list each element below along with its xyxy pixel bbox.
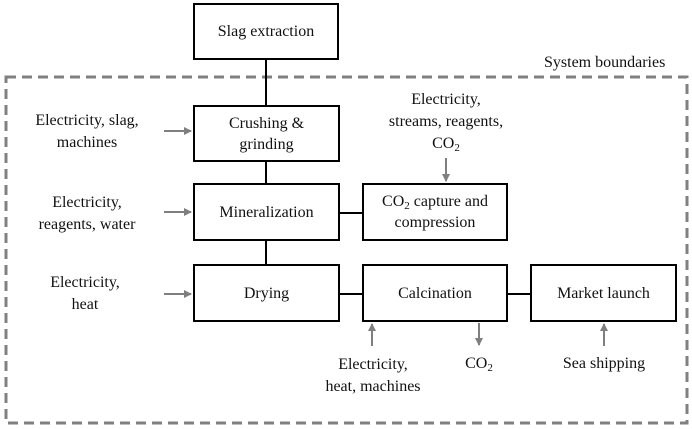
- process-market-launch: Market launch: [530, 264, 677, 322]
- process-crushing-grinding: Crushing & grinding: [193, 105, 340, 162]
- process-calcination: Calcination: [362, 264, 508, 322]
- market-inputs-text: Sea shipping: [544, 352, 664, 376]
- capture-inputs-co2-subscript: 2: [454, 142, 460, 154]
- process-co2-capture-label: CO2 capture and compression: [382, 191, 488, 233]
- capture-inputs-text: Electricity, streams, reagents, CO2: [376, 87, 516, 157]
- calcination-inputs-label: Electricity, heat, machines: [325, 356, 421, 395]
- process-co2-capture-suffix: capture and compression: [394, 193, 488, 231]
- process-market-launch-label: Market launch: [557, 284, 650, 302]
- process-slag-extraction: Slag extraction: [193, 3, 339, 60]
- calcination-co2-output-prefix: CO: [465, 355, 488, 372]
- drying-inputs-text: Electricity, heat: [10, 270, 160, 318]
- system-boundary-rect: [4, 75, 689, 425]
- crushing-inputs-text: Electricity, slag, machines: [12, 108, 162, 156]
- crushing-inputs-label: Electricity, slag, machines: [35, 112, 139, 151]
- process-crushing-grinding-label: Crushing & grinding: [228, 114, 305, 153]
- process-drying: Drying: [193, 264, 340, 322]
- capture-inputs-co2-text: CO: [432, 135, 455, 152]
- market-inputs-label: Sea shipping: [562, 355, 646, 372]
- calcination-co2-output-label: CO2: [465, 353, 493, 375]
- calcination-inputs-text: Electricity, heat, machines: [303, 352, 443, 400]
- process-mineralization-label: Mineralization: [219, 203, 314, 221]
- process-slag-extraction-label: Slag extraction: [217, 23, 315, 40]
- mineralization-inputs-label: Electricity, reagents, water: [38, 194, 136, 233]
- process-mineralization: Mineralization: [193, 183, 340, 241]
- system-boundary-label: System boundaries: [544, 54, 666, 71]
- process-co2-capture-subscript: 2: [404, 200, 410, 212]
- drying-inputs-label: Electricity, heat: [50, 274, 120, 313]
- process-co2-capture-prefix: CO: [382, 193, 405, 210]
- process-drying-label: Drying: [243, 284, 290, 302]
- process-calcination-label: Calcination: [398, 284, 472, 302]
- calcination-co2-output-subscript: 2: [487, 362, 493, 374]
- process-co2-capture: CO2 capture and compression: [362, 183, 508, 241]
- capture-inputs-co2: CO2: [432, 133, 460, 155]
- calcination-co2-output-text: CO2: [455, 352, 503, 376]
- capture-inputs-label: Electricity, streams, reagents,: [388, 91, 504, 130]
- mineralization-inputs-text: Electricity, reagents, water: [12, 190, 162, 238]
